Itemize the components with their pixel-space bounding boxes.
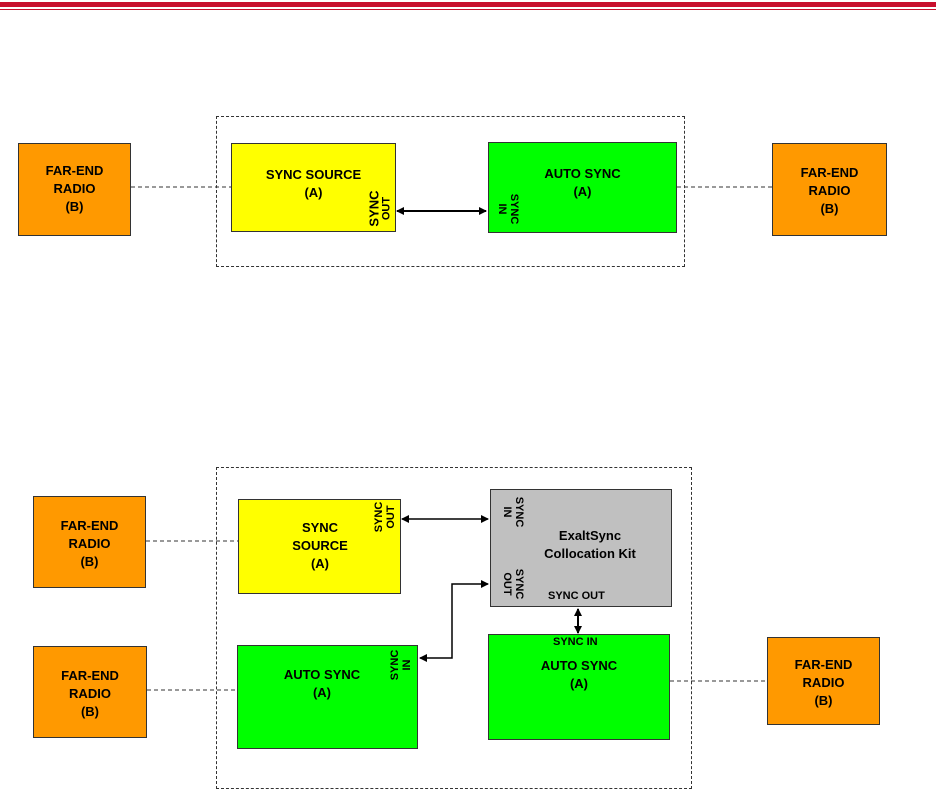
- bottom-auto-sync-right-label: AUTO SYNC(A): [519, 657, 639, 693]
- collocation-kit-sync-out-bottom-label: SYNC OUT: [548, 590, 605, 602]
- top-auto-sync-label: AUTO SYNC(A): [515, 165, 650, 201]
- bottom-auto-sync-right-in-label: SYNC IN: [553, 636, 598, 648]
- bottom-auto-sync-left-label: AUTO SYNC(A): [262, 666, 382, 702]
- top-sync-source-label: SYNC SOURCE(A): [251, 166, 376, 202]
